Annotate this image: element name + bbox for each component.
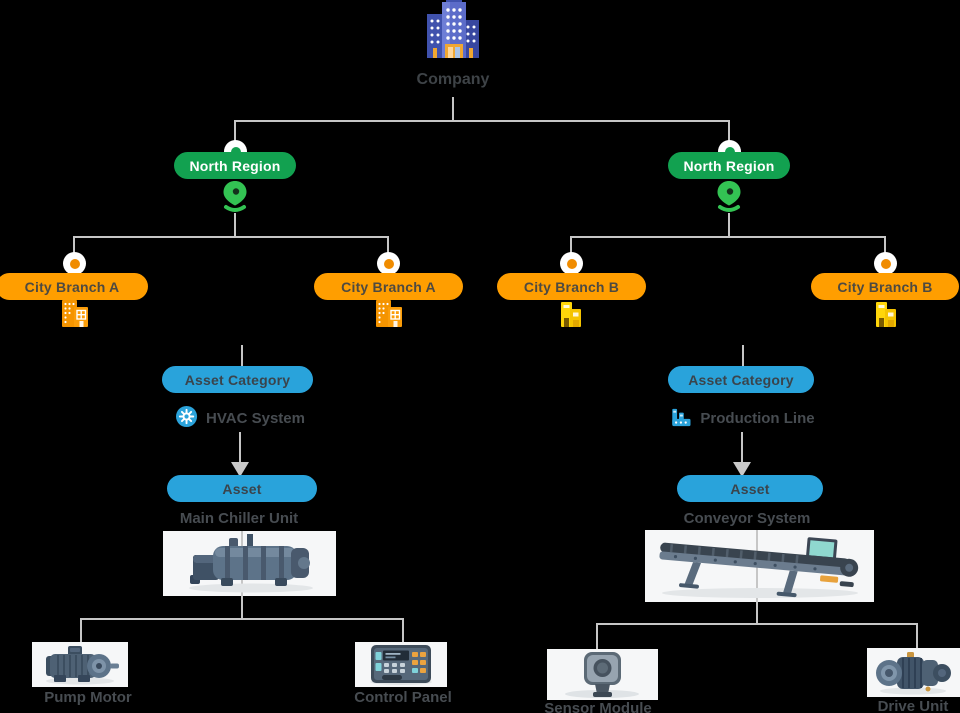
connector-line: [916, 623, 918, 648]
connector-line: [234, 120, 730, 122]
category-name-label: Production Line: [700, 410, 815, 427]
region-node-north-2[interactable]: North Region: [668, 152, 790, 179]
category-detail-hvac: HVAC System: [175, 405, 305, 432]
branch-node-b-2[interactable]: City Branch B: [811, 273, 959, 300]
asset-node-pill-1[interactable]: Asset: [167, 475, 317, 502]
asset-name-label: Main Chiller Unit: [179, 510, 299, 527]
node-anchor-dot: [63, 252, 86, 275]
arrow-down-icon: [231, 462, 249, 477]
connector-line: [73, 236, 75, 256]
connector-line: [728, 213, 730, 236]
category-detail-production: Production Line: [669, 405, 815, 432]
component-name-label: Sensor Module: [544, 700, 652, 713]
connector-line: [80, 618, 82, 642]
company-node-label: Company: [416, 71, 490, 88]
connector-line: [596, 623, 918, 625]
connector-line: [570, 236, 572, 256]
category-node-pill-2[interactable]: Asset Category: [668, 366, 814, 393]
storefront-building-icon: [558, 301, 584, 333]
connector-line: [884, 236, 886, 256]
connector-line: [452, 97, 454, 120]
office-building-icon: [374, 300, 404, 333]
connector-line: [239, 432, 241, 463]
drive-unit-illustration[interactable]: [867, 648, 960, 697]
company-building-icon: [421, 0, 485, 67]
conveyor-illustration[interactable]: [645, 530, 874, 602]
storefront-building-icon: [873, 301, 899, 333]
asset-name-label: Conveyor System: [683, 510, 811, 527]
connector-line: [756, 530, 758, 623]
asset-node-pill-2[interactable]: Asset: [677, 475, 823, 502]
location-pin-icon: [711, 179, 747, 218]
node-anchor-dot: [874, 252, 897, 275]
connector-line: [80, 618, 404, 620]
node-anchor-dot: [377, 252, 400, 275]
arrow-down-icon: [733, 462, 751, 477]
region-node-north-1[interactable]: North Region: [174, 152, 296, 179]
component-name-label: Pump Motor: [44, 689, 132, 706]
node-anchor-dot: [560, 252, 583, 275]
category-name-label: HVAC System: [206, 410, 305, 427]
control-panel-illustration[interactable]: [355, 642, 447, 687]
connector-line: [728, 120, 730, 146]
connector-line: [241, 345, 243, 366]
fan-icon: [175, 405, 198, 432]
branch-node-a-2[interactable]: City Branch A: [314, 273, 463, 300]
connector-line: [402, 618, 404, 642]
category-node-pill-1[interactable]: Asset Category: [162, 366, 313, 393]
factory-icon: [669, 405, 692, 432]
sensor-module-illustration[interactable]: [547, 649, 658, 700]
connector-line: [387, 236, 389, 256]
branch-node-b-1[interactable]: City Branch B: [497, 273, 646, 300]
connector-line: [234, 120, 236, 146]
connector-line: [596, 623, 598, 649]
location-pin-icon: [217, 179, 253, 218]
pump-motor-illustration[interactable]: [32, 642, 128, 687]
office-building-icon: [60, 300, 90, 333]
connector-line: [570, 236, 886, 238]
chiller-illustration[interactable]: [163, 531, 336, 596]
component-name-label: Drive Unit: [877, 698, 949, 713]
component-name-label: Control Panel: [354, 689, 452, 706]
connector-line: [234, 213, 236, 236]
connector-line: [742, 345, 744, 366]
connector-line: [741, 432, 743, 463]
connector-line: [73, 236, 389, 238]
branch-node-a-1[interactable]: City Branch A: [0, 273, 148, 300]
